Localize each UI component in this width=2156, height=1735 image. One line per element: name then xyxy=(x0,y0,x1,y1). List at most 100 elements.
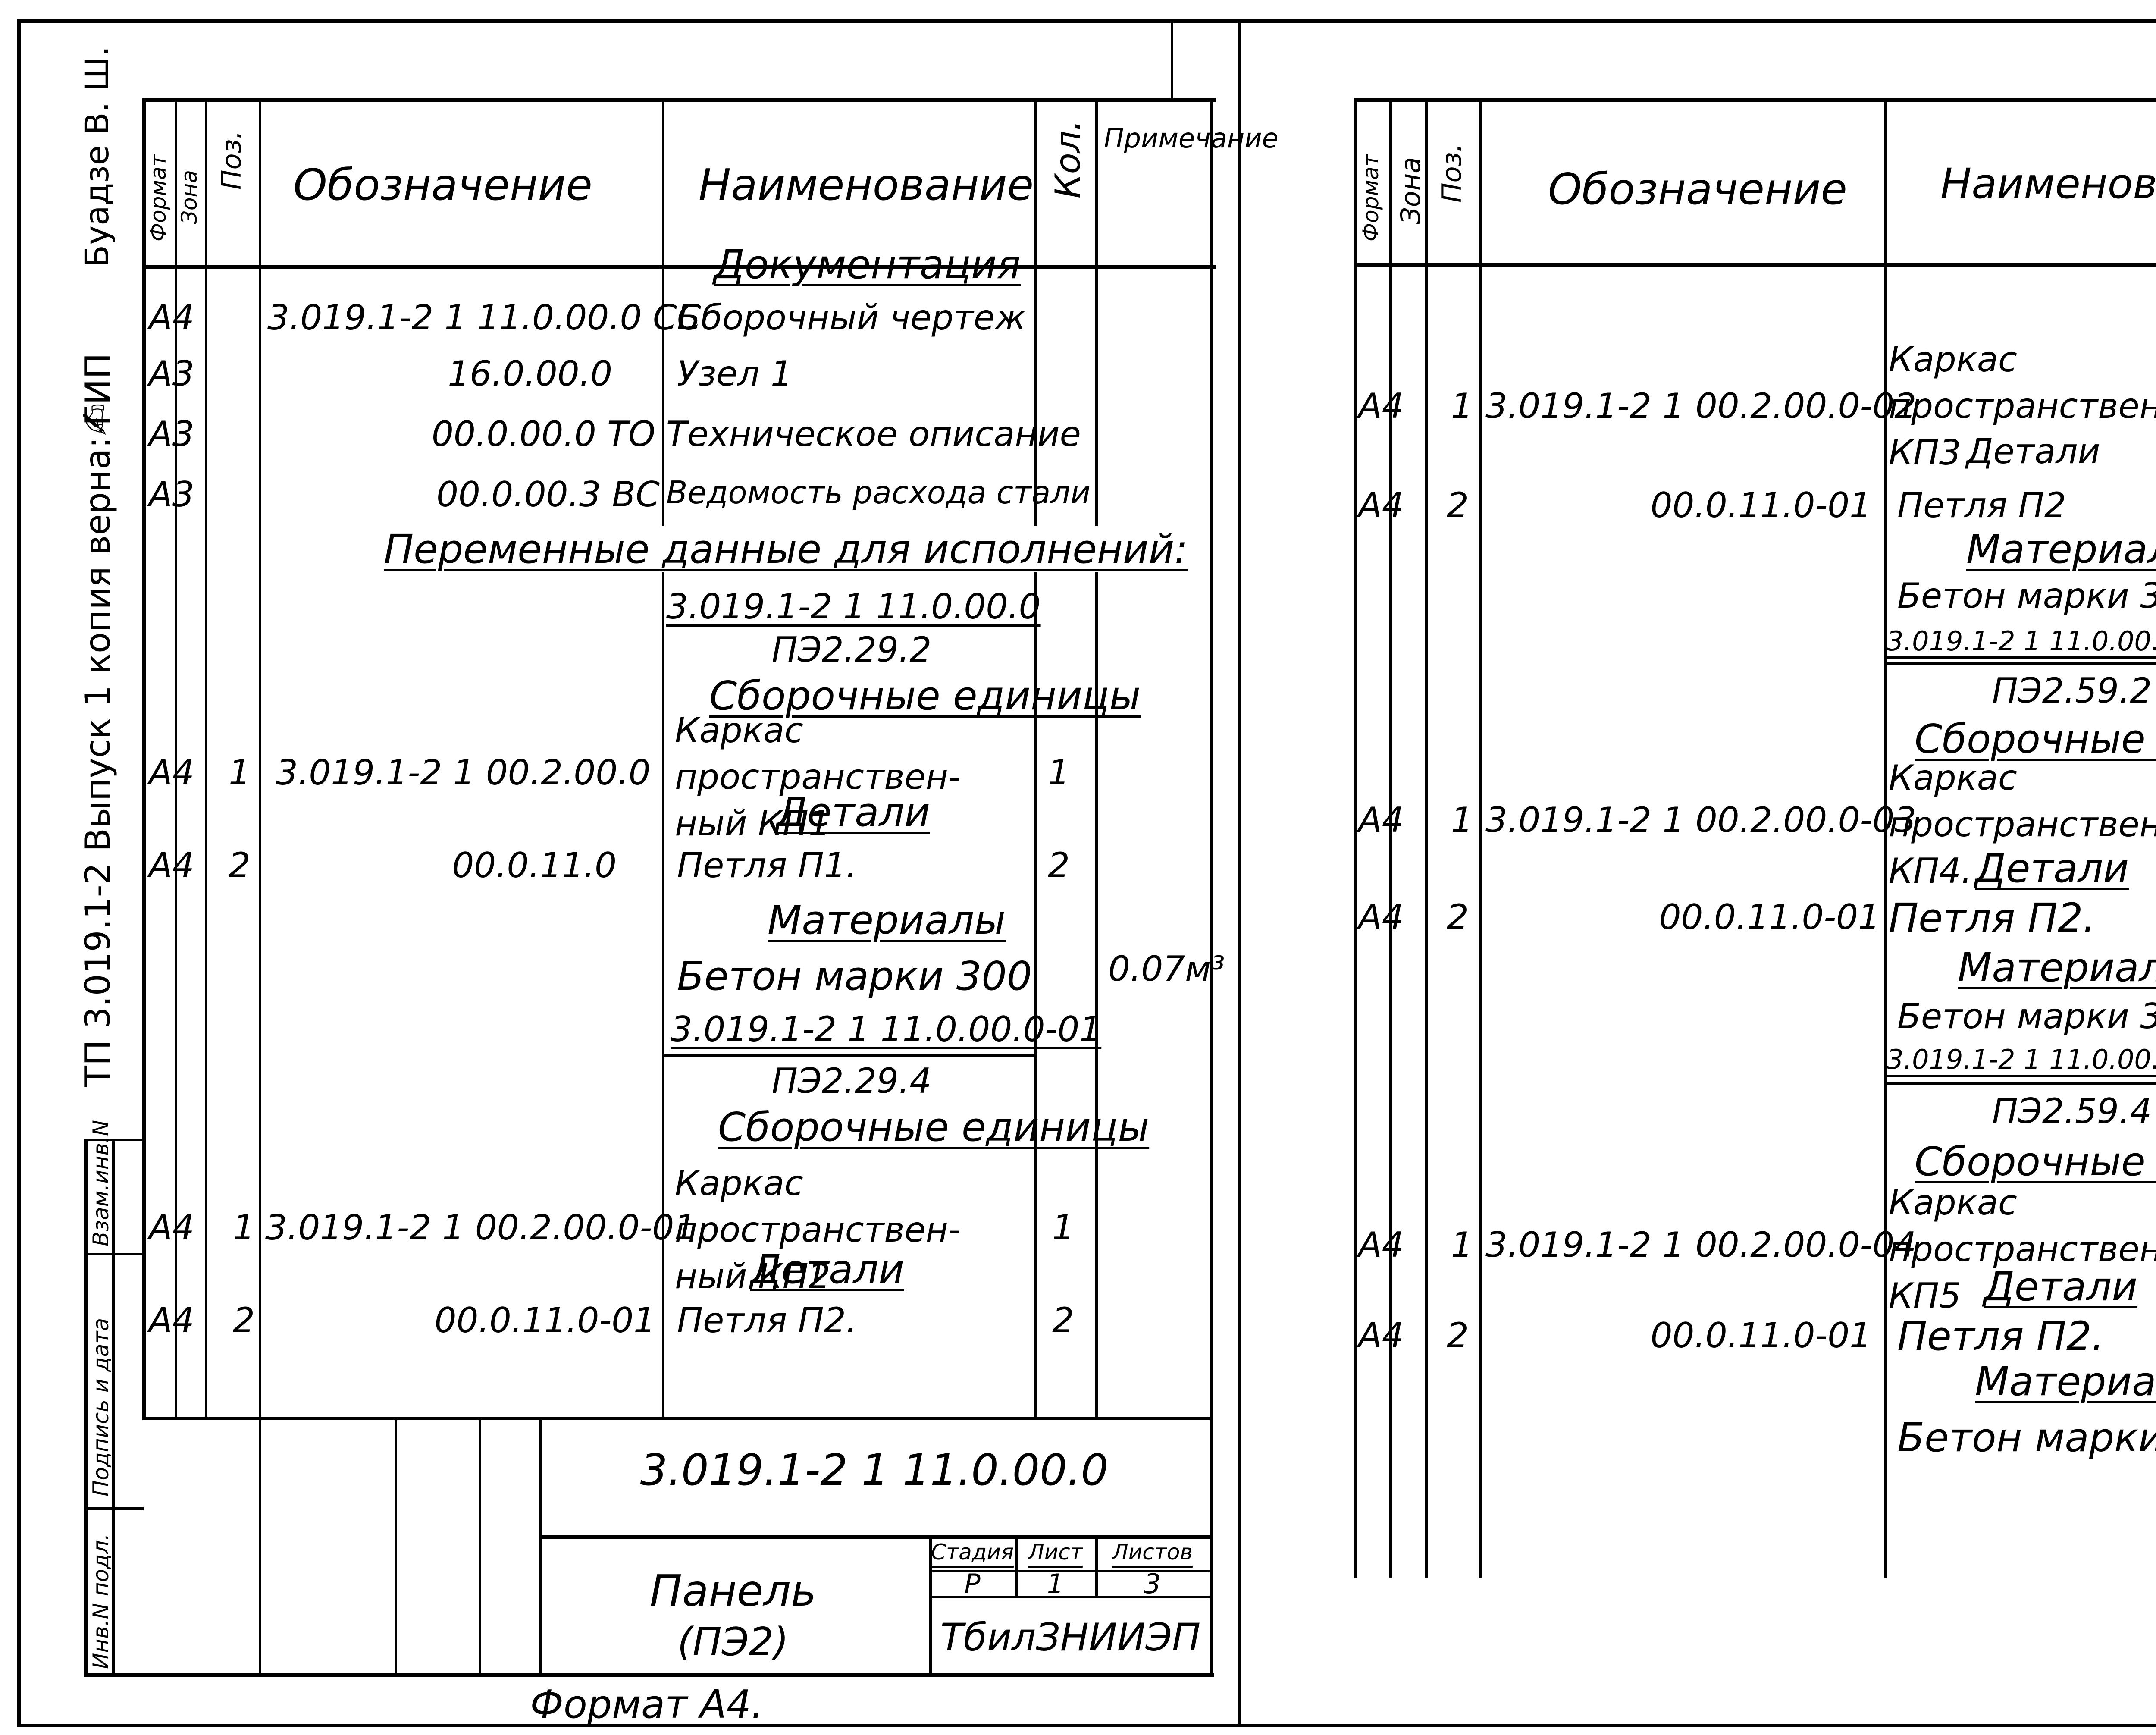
row-name: Каркас пространствен-ный КП4. xyxy=(1889,758,2156,891)
col-name-left xyxy=(662,98,664,1418)
col-format-left xyxy=(142,98,146,1418)
page-divider xyxy=(1238,19,1241,1727)
row-pos: 2 xyxy=(229,845,251,885)
variant-ref: 3.019.1-2 1 11.0.00.0-04 xyxy=(1887,1044,2156,1075)
row-note: 0.07м³ xyxy=(1108,949,1225,989)
row-designation: 00.0.11.0-01 xyxy=(434,1300,655,1340)
row-name: Петля П1. xyxy=(677,845,857,885)
row-name: Каркас пространствен-ный КП5 xyxy=(1889,1183,2156,1316)
section-parts: Детали xyxy=(1984,1264,2138,1310)
left-page-frame-left xyxy=(17,19,21,1727)
section-materials: Материалы xyxy=(768,897,1006,943)
title-line-2: (ПЭ2) xyxy=(677,1619,789,1665)
header-bottom-border xyxy=(1354,263,2156,267)
row-name: Бетон марки 300. xyxy=(1897,996,2156,1036)
row-format: А4 xyxy=(1358,1225,1404,1265)
sheet-value: 1 xyxy=(1047,1568,1064,1600)
row-format: А4 xyxy=(1358,386,1404,426)
variant-ref: 3.019.1-2 1 11.0.00.0 xyxy=(666,587,1041,627)
signer-col-1 xyxy=(259,1417,261,1675)
row-designation: 3.019.1-2 1 00.2.00.0 xyxy=(276,753,651,793)
left-page-frame-top xyxy=(17,19,1242,23)
stamp-left-border xyxy=(84,1139,88,1677)
row-name: Узел 1 xyxy=(677,354,793,394)
row-name: Каркас пространствен-ный КП2 xyxy=(675,1163,961,1296)
row-designation: 00.0.11.0-01 xyxy=(1659,897,1880,937)
col-format-left xyxy=(1354,98,1357,1578)
section-parts: Детали xyxy=(776,789,931,835)
col-qty-left xyxy=(1034,98,1037,1418)
stamp-vzam-inv: Взам.инв.N xyxy=(88,1120,113,1246)
row-format: А4 xyxy=(1358,897,1404,937)
row-qty: 2 xyxy=(1052,1300,1074,1340)
signer-col-4 xyxy=(539,1417,542,1675)
variant-code: ПЭ2.59.2 xyxy=(1992,671,2152,711)
table-top-border xyxy=(1354,98,2156,102)
sheets-value: 3 xyxy=(1144,1568,1161,1600)
col-zone-left xyxy=(1389,98,1392,1578)
row-format: А4 xyxy=(149,298,194,338)
section-parts: Детали xyxy=(1966,431,2100,471)
stage-col-1 xyxy=(1015,1535,1018,1596)
row-designation: 00.0.11.0-01 xyxy=(1650,1315,1871,1355)
header-bottom-border xyxy=(142,265,1216,269)
col-zone-left xyxy=(175,98,177,1418)
row-designation: 00.0.11.0 xyxy=(452,845,617,885)
section-assembly-units: Сборочные единицы xyxy=(718,1104,1150,1150)
col-name-left xyxy=(1884,98,1887,1578)
stamp-divider-1 xyxy=(84,1253,144,1255)
row-name: Бетон марки 300. xyxy=(1897,576,2156,616)
row-designation: 3.019.1-2 1 00.2.00.0-01 xyxy=(265,1208,696,1248)
row-pos: 2 xyxy=(233,1300,255,1340)
row-name: Петля П2. xyxy=(677,1300,857,1340)
row-designation: 3.019.1-2 1 11.0.00.0 СБ xyxy=(267,298,701,338)
row-name: Петля П2. xyxy=(1889,895,2096,941)
left-page-corner-line xyxy=(1171,19,1173,99)
section-assembly-units: Сборочные единицы xyxy=(1915,716,2156,762)
section-materials: Материалы xyxy=(1958,944,2156,991)
col-pos-left xyxy=(1425,98,1428,1578)
variant-ref: 3.019.1-2 1 11.0.00.0-01 xyxy=(671,1009,1102,1049)
row-pos: 2 xyxy=(1447,897,1469,937)
row-format: А4 xyxy=(1358,800,1404,840)
row-format: А4 xyxy=(149,1208,194,1248)
row-pos: 1 xyxy=(1451,386,1473,426)
right-page-frame-bottom xyxy=(1238,1724,2156,1727)
sheet-label: Лист xyxy=(1028,1540,1083,1565)
format-label: Формат А4. xyxy=(530,1682,764,1727)
right-page-frame-top xyxy=(1238,19,2156,23)
row-name: Бетон марки 300 xyxy=(677,953,1032,999)
header-zone: Зона xyxy=(177,170,202,224)
header-designation: Обозначение xyxy=(1548,164,1847,214)
row-name: Бетон марки 300 xyxy=(1897,1415,2156,1461)
row-designation: 3.019.1-2 1 00.2.00.0-02 xyxy=(1485,386,1917,426)
row-format: А3 xyxy=(149,414,194,454)
header-designation: Обозначение xyxy=(293,160,592,210)
row-designation: 00.0.00.3 ВС xyxy=(436,474,660,515)
stamp-inner-line xyxy=(112,1139,115,1677)
row-qty: 2 xyxy=(1048,845,1070,885)
section-assembly-units: Сборочные единицы xyxy=(1915,1139,2156,1185)
row-designation: 3.019.1-2 1 00.2.00.0-03 xyxy=(1485,800,1917,840)
row-name: Петля П2 xyxy=(1897,485,2066,525)
row-format: А4 xyxy=(149,1300,194,1340)
title-block-bottom xyxy=(84,1673,1214,1677)
header-pos: Поз. xyxy=(216,130,247,190)
signer-col-2 xyxy=(395,1417,397,1675)
row-format: А3 xyxy=(149,354,194,394)
margin-signature-name: Буадзе В. Ш. xyxy=(78,46,116,267)
row-format: А4 xyxy=(1358,1315,1404,1355)
row-name: Каркас пространствен-ный КП3 xyxy=(1889,339,2156,473)
row-name: Ведомость расхода стали xyxy=(666,474,1091,511)
header-zone: Зона xyxy=(1395,157,1426,224)
variant-separator xyxy=(1884,1082,2156,1085)
code-box-bottom xyxy=(539,1535,1212,1539)
title-block-top xyxy=(142,1417,1212,1420)
signer-col-3 xyxy=(479,1417,481,1675)
stamp-podpis-data: Подпись и дата xyxy=(88,1318,113,1497)
row-name: Петля П2. xyxy=(1897,1313,2104,1359)
stage-value: Р xyxy=(964,1568,981,1600)
variant-separator xyxy=(662,1054,1037,1057)
stamp-divider-2 xyxy=(84,1507,144,1510)
row-pos: 2 xyxy=(1447,1315,1469,1355)
